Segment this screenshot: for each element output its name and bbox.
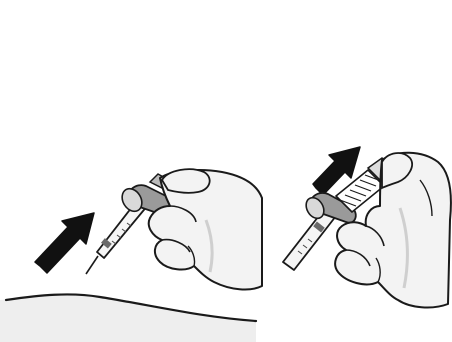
hand-right-icon <box>335 153 451 308</box>
panel-safety-guard <box>283 147 451 307</box>
arrow-up-right-icon <box>35 213 94 273</box>
hand-left-icon <box>149 169 262 289</box>
panel-inject <box>0 169 262 342</box>
needle <box>86 256 98 274</box>
